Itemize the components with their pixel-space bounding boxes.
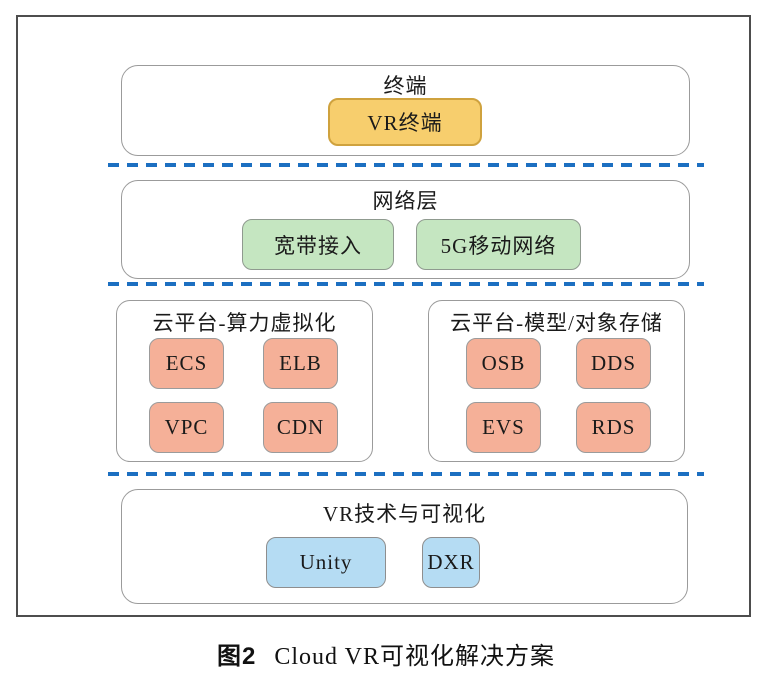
figure-caption-label: 图2: [217, 643, 257, 670]
chip-osb: OSB: [466, 338, 541, 389]
chip-unity: Unity: [266, 537, 386, 588]
chip-vpc: VPC: [149, 402, 224, 453]
layer-cloud-compute-title: 云平台-算力虚拟化: [152, 311, 337, 335]
chip-vr-terminal: VR终端: [328, 98, 482, 146]
layer-network: 网络层 宽带接入 5G移动网络: [121, 180, 690, 279]
layer-cloud-compute: 云平台-算力虚拟化 ECS ELB VPC CDN: [116, 300, 373, 462]
figure-caption-title: Cloud VR可视化解决方案: [274, 644, 555, 670]
layer-terminal-title: 终端: [383, 74, 428, 98]
diagram-outer-frame: 终端 VR终端 网络层 宽带接入 5G移动网络 云平台-算力虚拟化 ECS EL…: [16, 15, 751, 617]
chip-5g-mobile-network: 5G移动网络: [416, 219, 581, 270]
chip-broadband-access: 宽带接入: [242, 219, 394, 270]
chip-cdn: CDN: [263, 402, 338, 453]
layer-network-title: 网络层: [372, 189, 439, 213]
layer-cloud-storage-title: 云平台-模型/对象存储: [450, 311, 663, 335]
chip-evs: EVS: [466, 402, 541, 453]
figure-caption: 图2 Cloud VR可视化解决方案: [0, 640, 772, 674]
layer-vr-tech: VR技术与可视化 Unity DXR: [121, 489, 688, 604]
layer-vr-tech-title: VR技术与可视化: [322, 502, 487, 526]
chip-elb: ELB: [263, 338, 338, 389]
chip-dds: DDS: [576, 338, 651, 389]
layer-cloud-storage: 云平台-模型/对象存储 OSB DDS EVS RDS: [428, 300, 685, 462]
layer-divider-2: [108, 282, 704, 286]
chip-rds: RDS: [576, 402, 651, 453]
layer-divider-1: [108, 163, 704, 167]
chip-ecs: ECS: [149, 338, 224, 389]
layer-terminal: 终端 VR终端: [121, 65, 690, 156]
chip-dxr: DXR: [422, 537, 480, 588]
layer-divider-3: [108, 472, 704, 476]
